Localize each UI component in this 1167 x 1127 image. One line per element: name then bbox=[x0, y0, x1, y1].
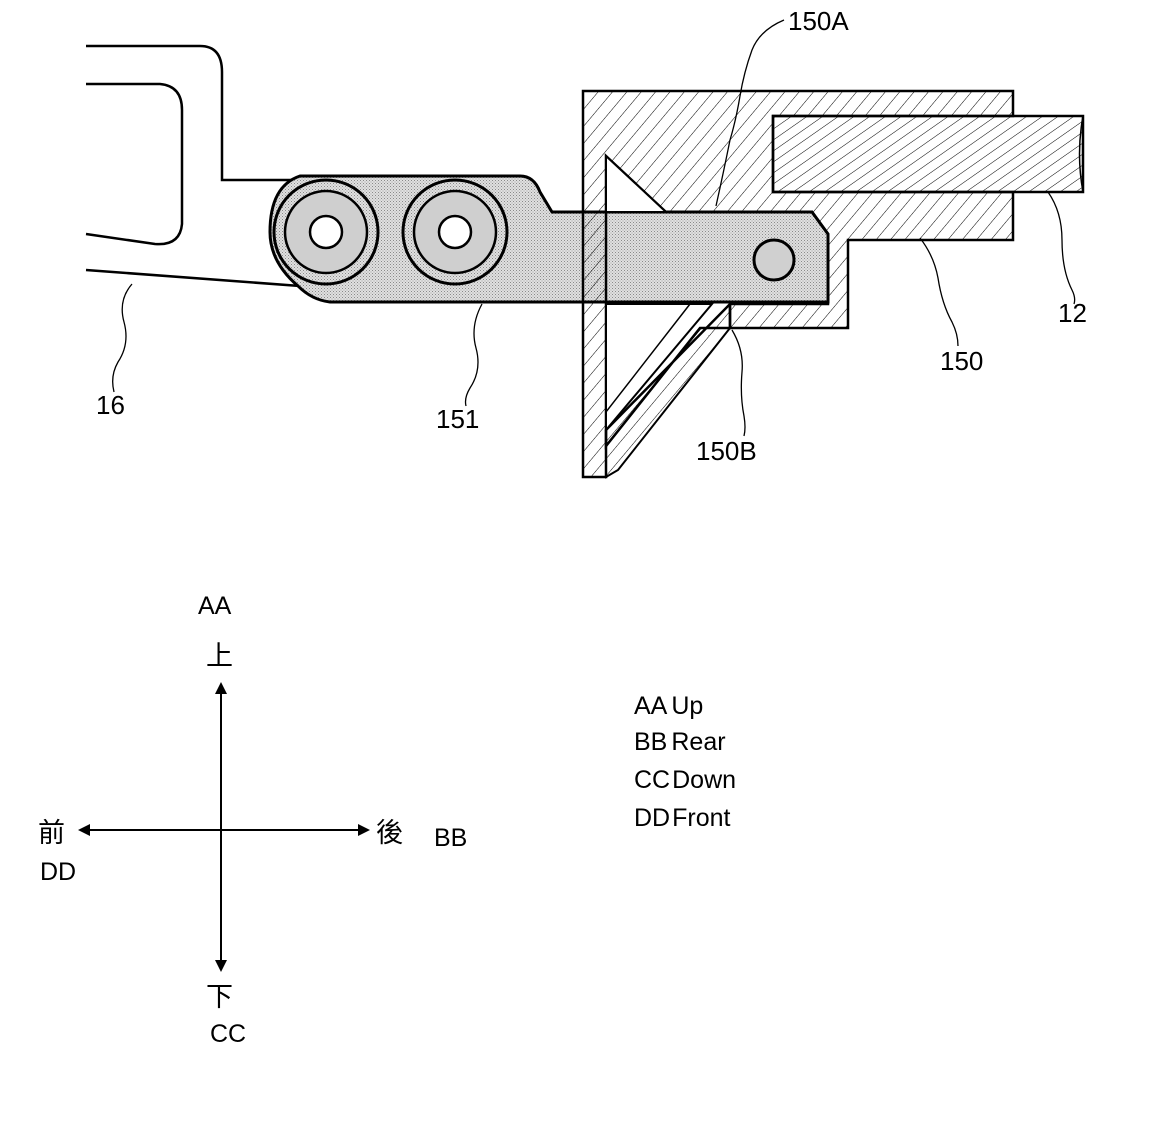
legend-item: DDFront bbox=[634, 804, 731, 832]
legend-code: AA bbox=[634, 692, 668, 720]
frame-16 bbox=[86, 46, 300, 286]
legend-meaning: Up bbox=[671, 692, 703, 720]
leader-12 bbox=[1048, 192, 1075, 304]
legend: AAUp BBRear CCDown DDFront bbox=[634, 692, 736, 832]
leader-151 bbox=[466, 304, 483, 406]
front-code: DD bbox=[40, 858, 76, 886]
front-cjk: 前 bbox=[38, 818, 65, 849]
pin bbox=[754, 240, 794, 280]
leader-150 bbox=[920, 238, 958, 346]
beam-12 bbox=[773, 116, 1083, 192]
legend-code: DD bbox=[634, 804, 670, 832]
legend-meaning: Front bbox=[672, 804, 730, 832]
label-150: 150 bbox=[940, 346, 983, 376]
leader-16 bbox=[113, 284, 132, 392]
label-150A: 150A bbox=[788, 6, 849, 36]
label-151: 151 bbox=[436, 404, 479, 434]
label-150B: 150B bbox=[696, 436, 757, 466]
rear-code: BB bbox=[434, 824, 467, 852]
legend-code: CC bbox=[634, 766, 670, 794]
legend-code: BB bbox=[634, 728, 667, 756]
bushing-1 bbox=[274, 180, 378, 284]
down-code: CC bbox=[210, 1020, 246, 1048]
legend-item: AAUp bbox=[634, 692, 703, 720]
up-cjk: 上 bbox=[206, 641, 233, 672]
legend-meaning: Down bbox=[672, 766, 736, 794]
label-16: 16 bbox=[96, 390, 125, 420]
legend-item: CCDown bbox=[634, 766, 736, 794]
up-code: AA bbox=[198, 592, 232, 620]
direction-indicator: AA 上 下 CC 前 DD 後 BB bbox=[38, 592, 467, 1048]
bushing-2 bbox=[403, 180, 507, 284]
label-12: 12 bbox=[1058, 298, 1087, 328]
down-cjk: 下 bbox=[206, 982, 233, 1013]
leader-150B bbox=[732, 330, 745, 436]
rear-cjk: 後 bbox=[376, 818, 403, 849]
legend-item: BBRear bbox=[634, 728, 726, 756]
legend-meaning: Rear bbox=[671, 728, 725, 756]
